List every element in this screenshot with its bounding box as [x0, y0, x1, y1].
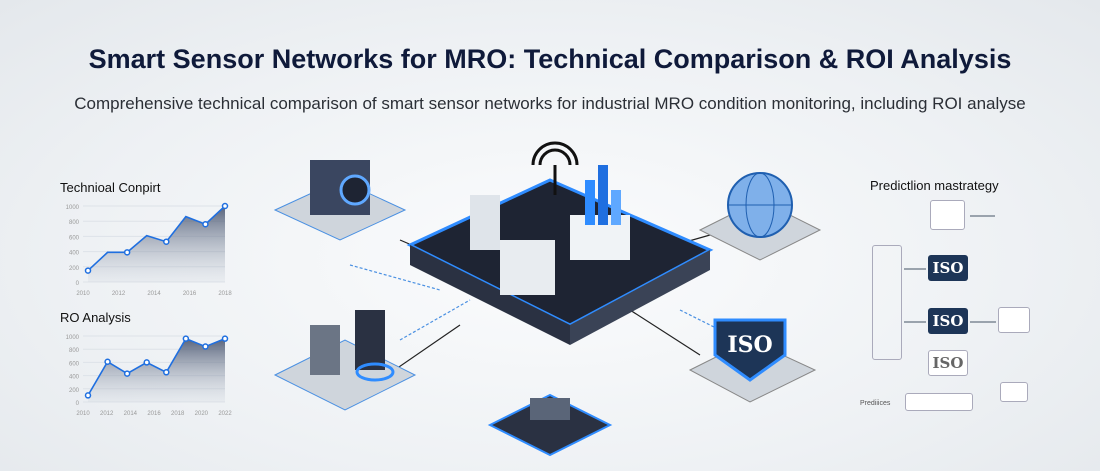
y-tick-label: 600: [69, 235, 80, 241]
sensor-network-illustration: ISO: [273, 141, 822, 457]
chart-2-title: RO Analysis: [60, 310, 131, 325]
machine-top-left: [273, 160, 407, 241]
iso-badge-text: ISO: [727, 332, 772, 358]
wifi-icon: [531, 141, 579, 166]
chart-technical: 1000 800 600 400 200 0 2010 2012 2014 2016 2018: [66, 202, 232, 297]
y-tick-label: 600: [69, 361, 80, 367]
flow-node-2: ISO: [928, 308, 968, 334]
x-tick-label: 2010: [76, 411, 90, 417]
x-tick-label: 2012: [100, 411, 114, 417]
y-tick-label: 800: [69, 348, 80, 354]
chart-roi: 1000 800 600 400 200 0 2010 2012 2014 2016 2018 202…: [66, 335, 233, 417]
y-tick-label: 0: [76, 281, 80, 287]
data-point: [221, 335, 229, 342]
data-point: [84, 392, 92, 399]
area-fill: [88, 206, 225, 282]
report-node: [998, 307, 1030, 333]
data-point: [84, 267, 92, 274]
x-tick-label: 2020: [195, 411, 209, 417]
flow-diagram: ISO ISO ISO Prediiices: [860, 195, 1075, 445]
server-block: [500, 240, 555, 295]
data-point: [163, 238, 170, 245]
data-point: [202, 343, 209, 350]
y-tick-label: 400: [69, 375, 80, 381]
x-tick-label: 2018: [218, 291, 232, 297]
data-point: [202, 220, 209, 228]
y-tick-label: 400: [69, 251, 80, 257]
area-fill: [88, 338, 225, 402]
iso-badge-platform: ISO: [688, 318, 817, 403]
x-tick-label: 2016: [147, 411, 161, 417]
y-tick-label: 200: [69, 266, 80, 272]
x-tick-label: 2014: [124, 411, 138, 417]
series-line: [87, 205, 226, 272]
server-rack: [470, 195, 500, 250]
flow-node-3: ISO: [928, 350, 968, 376]
data-point: [123, 249, 131, 256]
chart-1-title: Technioal Conpirt: [60, 180, 161, 195]
input-node: [905, 393, 973, 411]
machine-bottom-left: [273, 310, 417, 411]
data-point: [143, 359, 150, 366]
flow-node-1: ISO: [928, 255, 968, 281]
x-tick-label: 2010: [76, 291, 90, 297]
bottom-module: [487, 393, 613, 457]
y-tick-label: 200: [69, 388, 80, 394]
series-line: [87, 337, 226, 396]
y-tick-label: 1000: [66, 205, 80, 211]
person-node: [930, 200, 965, 230]
y-tick-label: 800: [69, 220, 80, 226]
flow-title: Predictlion mastrategy: [870, 178, 999, 193]
y-tick-label: 1000: [66, 335, 80, 341]
side-group: [872, 245, 902, 360]
data-point: [123, 370, 131, 377]
x-tick-label: 2012: [112, 291, 126, 297]
central-platform: [406, 141, 714, 345]
bar-icon: [585, 180, 595, 225]
page-title: Smart Sensor Networks for MRO: Technical…: [88, 44, 1012, 74]
data-point: [182, 335, 190, 342]
chart-node: [1000, 382, 1028, 402]
page-subtitle: Comprehensive technical comparison of sm…: [74, 94, 1026, 113]
data-point: [221, 202, 229, 210]
globe-device: [698, 172, 822, 261]
shield-icon: [713, 318, 787, 382]
x-tick-label: 2022: [218, 411, 232, 417]
flow-footer: Prediiices: [860, 400, 891, 407]
x-tick-label: 2018: [171, 411, 185, 417]
x-tick-label: 2014: [147, 291, 161, 297]
y-tick-label: 0: [76, 401, 80, 407]
data-point: [163, 369, 170, 376]
data-point: [104, 358, 111, 365]
x-tick-label: 2016: [183, 291, 197, 297]
